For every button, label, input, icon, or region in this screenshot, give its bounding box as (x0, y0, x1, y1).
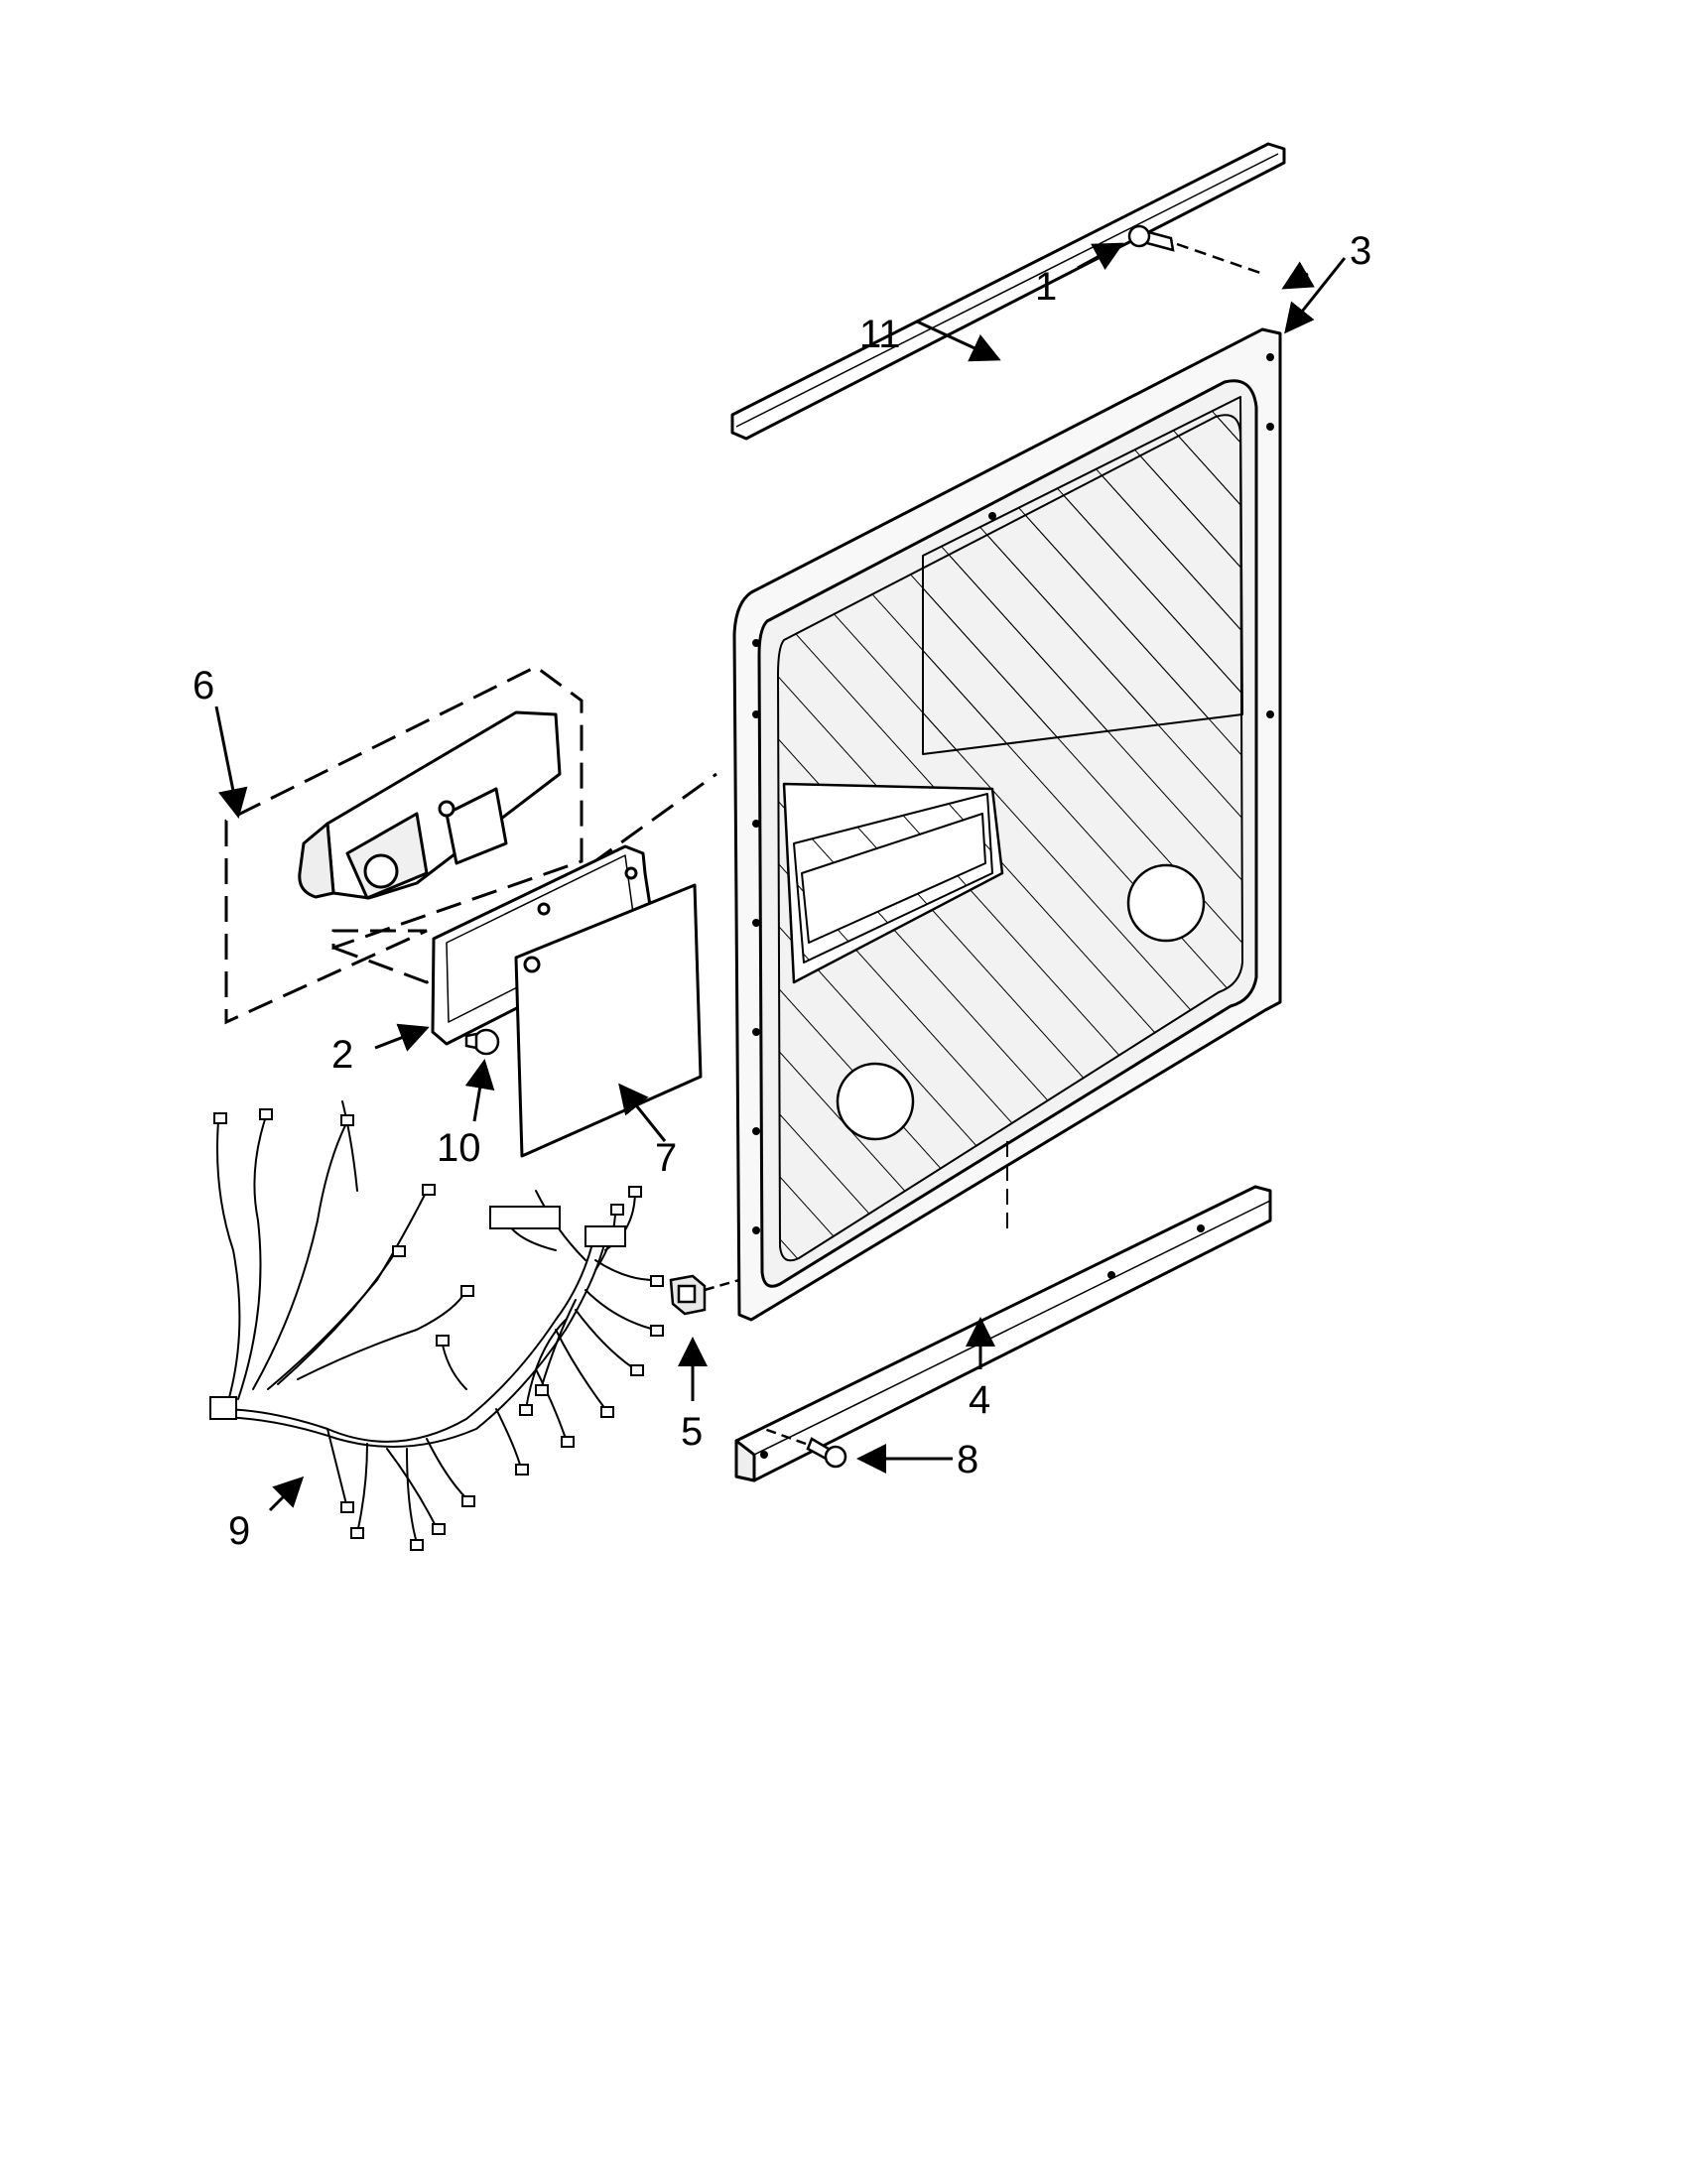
small-screw (464, 1028, 500, 1056)
callout-1: 1 (1035, 265, 1057, 309)
callout-10: 10 (437, 1126, 481, 1170)
insulation-board (514, 883, 703, 1158)
callout-6: 6 (193, 664, 214, 707)
callout-labels: 1 2 3 4 5 6 7 8 9 10 11 (193, 229, 1371, 1553)
callout-11: 11 (859, 313, 901, 356)
top-seal-strip (730, 142, 1286, 441)
inner-door-panel (732, 327, 1282, 1322)
top-screw (1127, 224, 1261, 275)
dispenser-assembly-group (224, 665, 717, 1025)
callout-8: 8 (957, 1438, 978, 1481)
leader-arrows (214, 242, 1347, 1512)
bottom-channel (734, 1185, 1272, 1482)
callout-4: 4 (969, 1378, 990, 1422)
callout-2: 2 (331, 1033, 353, 1077)
bottom-screw (763, 1427, 847, 1469)
callout-7: 7 (655, 1136, 677, 1180)
callout-5: 5 (681, 1410, 703, 1454)
wire-harness (209, 1100, 664, 1551)
dispenser-body (298, 710, 562, 900)
callout-9: 9 (228, 1509, 250, 1553)
callout-3: 3 (1350, 229, 1371, 273)
door-clip (669, 1274, 740, 1316)
